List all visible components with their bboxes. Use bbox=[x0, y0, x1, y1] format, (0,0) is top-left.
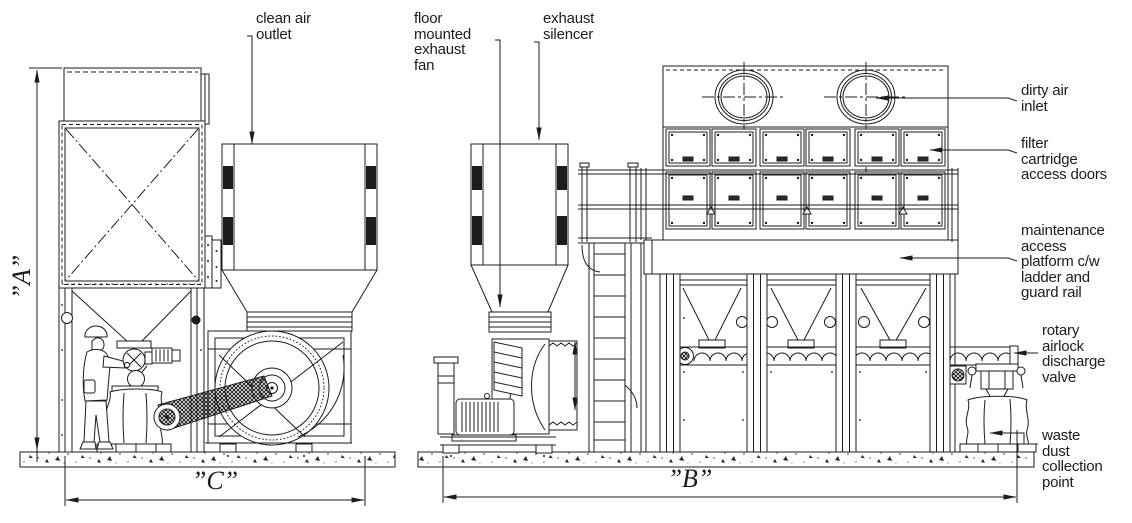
label-clean-air-outlet: clean air outlet bbox=[256, 10, 311, 43]
filter-door bbox=[665, 171, 711, 230]
leader-waste-point bbox=[989, 430, 1038, 445]
leader-floor-mounted-fan bbox=[495, 39, 503, 308]
filter-door bbox=[711, 171, 757, 230]
label-dirty-air-inlet: dirty air inlet bbox=[1021, 82, 1069, 115]
ground-slab-left bbox=[19, 451, 396, 468]
leader-filter-doors bbox=[929, 147, 1018, 154]
dimension-c-text: ”C” bbox=[191, 466, 239, 495]
outlet-plenum bbox=[63, 67, 210, 125]
dimension-a-line bbox=[29, 67, 62, 462]
filter-door bbox=[759, 171, 805, 230]
label-waste-dust-collection-point: waste dust collection point bbox=[1042, 427, 1103, 491]
support-columns bbox=[659, 273, 956, 453]
label-filter-cartridge-access-doors: filter cartridge access doors bbox=[1021, 135, 1107, 183]
top-panel bbox=[662, 62, 949, 230]
rotary-airlock-valve bbox=[949, 363, 1026, 399]
label-exhaust-silencer: exhaust silencer bbox=[543, 10, 595, 43]
leader-exhaust-silencer bbox=[534, 41, 542, 141]
ground-slab-right bbox=[417, 451, 1035, 468]
filter-door bbox=[854, 128, 900, 167]
filter-door bbox=[854, 171, 900, 230]
silencer-stack-side bbox=[221, 143, 378, 332]
leader-maintenance-platform bbox=[899, 255, 1018, 262]
filter-door bbox=[900, 171, 946, 230]
dimension-b-text: ”B” bbox=[667, 464, 713, 493]
maintenance-platform bbox=[643, 239, 959, 275]
filter-door bbox=[711, 128, 757, 167]
flex-duct bbox=[548, 340, 578, 431]
bay-hoppers bbox=[663, 279, 950, 349]
worker-figure bbox=[79, 325, 131, 450]
filter-door-array bbox=[662, 66, 949, 240]
dimension-b-line bbox=[442, 430, 1018, 503]
label-maintenance-access-platform: maintenance access platform c/w ladder a… bbox=[1021, 222, 1105, 301]
filter-door bbox=[900, 128, 946, 167]
front-view bbox=[433, 62, 1037, 457]
filter-door bbox=[665, 128, 711, 167]
dimension-c-line bbox=[64, 456, 366, 506]
guard-rail bbox=[578, 168, 959, 242]
label-rotary-airlock-discharge-valve: rotary airlock discharge valve bbox=[1042, 322, 1106, 386]
flange-bracket bbox=[204, 235, 222, 289]
filter-housing-panel bbox=[58, 120, 206, 289]
leader-dirty-air-inlet bbox=[875, 95, 1018, 102]
filter-door bbox=[805, 171, 851, 230]
filter-door bbox=[759, 128, 805, 167]
access-ladder bbox=[572, 162, 652, 452]
leader-lines bbox=[247, 35, 1038, 445]
exhaust-fan-side bbox=[153, 330, 352, 457]
collection-bag-side bbox=[96, 385, 172, 453]
rotary-valve-side bbox=[116, 340, 181, 393]
dimension-a-text: ”A” bbox=[7, 254, 36, 300]
silencer-front bbox=[470, 143, 569, 333]
side-view bbox=[58, 67, 378, 457]
exhaust-fan-front bbox=[433, 338, 556, 457]
filter-door bbox=[805, 128, 851, 167]
fan-motor bbox=[451, 393, 517, 442]
leader-clean-air-outlet bbox=[247, 35, 255, 145]
dirty-air-inlet-port bbox=[702, 62, 786, 130]
label-floor-mounted-exhaust-fan: floor mounted exhaust fan bbox=[414, 10, 471, 74]
